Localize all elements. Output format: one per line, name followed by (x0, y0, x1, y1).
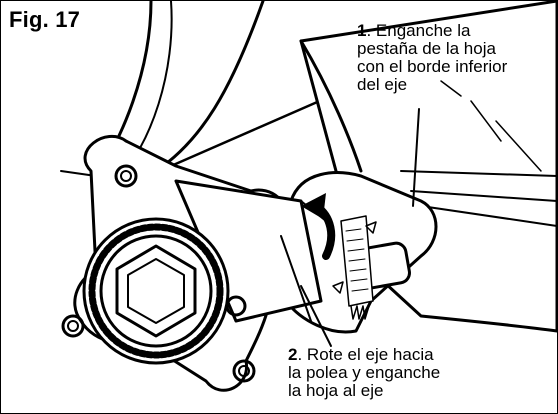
callout-2-line: la polea y enganche (288, 363, 441, 382)
callout-2-line: . Rote el eje hacia (297, 345, 434, 364)
wrench-teeth (350, 305, 370, 320)
callout-2-leader (300, 285, 332, 347)
callout-1-line: . Enganche la (366, 21, 471, 40)
callout-1-line: pestaña de la hoja (357, 39, 496, 58)
blade-line (410, 190, 557, 202)
deck-edge (169, 94, 333, 168)
wrench-tab-marker (332, 281, 344, 294)
blade-line (440, 80, 462, 97)
hex-nut (115, 244, 197, 338)
flange-bolt-hole (61, 314, 85, 338)
pulley-knurl (88, 223, 224, 359)
callout-1-text: 1. Enganche la pestaña de la hoja con el… (357, 22, 507, 94)
flange-bolt-hole (232, 359, 256, 383)
callout-1-line: con el borde inferior (357, 57, 508, 76)
wrench-tab-marker (365, 221, 377, 234)
flange-bolt-hole (114, 164, 138, 188)
wrench-scale (340, 215, 374, 307)
rotation-arrowhead (301, 193, 326, 219)
callout-2-text: 2. Rote el eje hacia la polea y enganche… (288, 346, 440, 400)
figure-label: Fig. 17 (9, 7, 81, 32)
blade-line (400, 170, 557, 177)
callout-2-number: 2 (288, 345, 298, 364)
belt-line (154, 1, 265, 173)
callout-2-line: la hoja al eje (288, 381, 384, 400)
blade-line (470, 100, 502, 142)
blade-edge (299, 39, 363, 173)
callout-1-leader (412, 108, 420, 207)
callout-1-number: 1 (357, 21, 367, 40)
blade-line (495, 120, 542, 172)
callout-1-line: del eje (357, 75, 408, 94)
blade-line (420, 205, 557, 227)
